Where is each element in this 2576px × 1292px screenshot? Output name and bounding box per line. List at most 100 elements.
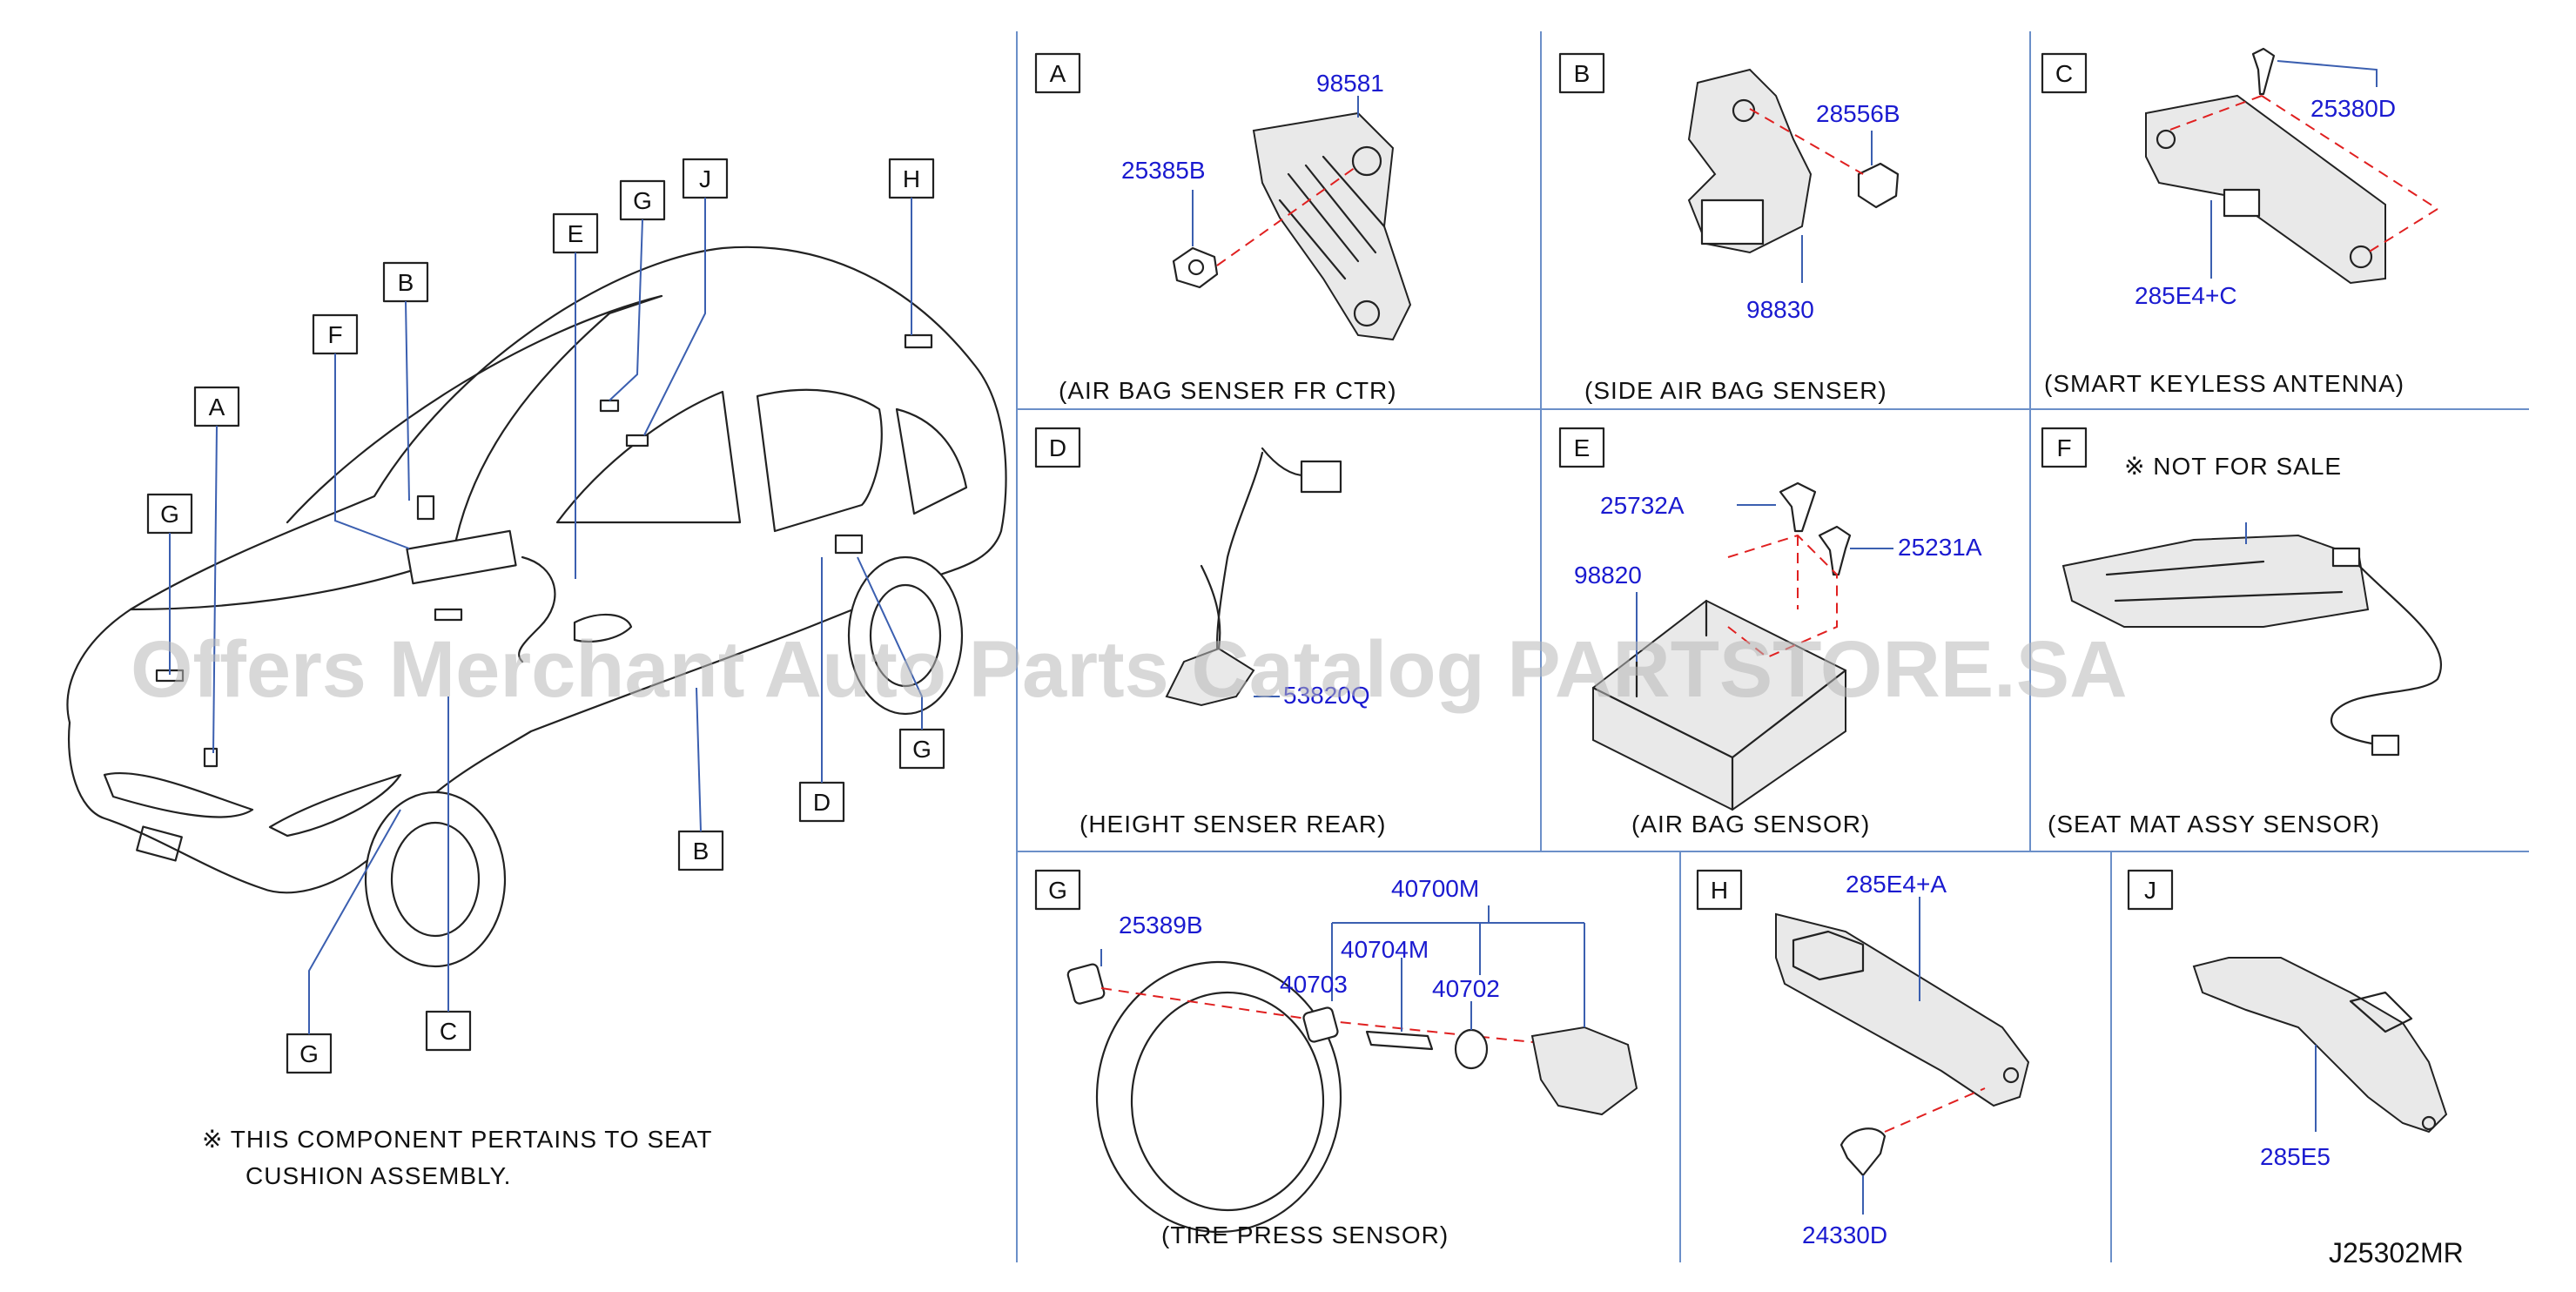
seat-mat-sensor-location (406, 529, 517, 585)
antenna-location-h (904, 333, 933, 349)
callout-c: C (425, 696, 472, 1052)
rear-wheel (847, 555, 964, 716)
callout-h: H (888, 158, 935, 335)
panel-f-caption: (SEAT MAT ASSY SENSOR) (2048, 811, 2380, 838)
smart-keyless-antenna (2145, 94, 2386, 285)
panel-g: G 25389B 40700M 40704M 40703 40702 (TIRE… (1034, 869, 1638, 1248)
svg-text:G: G (912, 736, 932, 763)
side-sensor-location-b (416, 495, 435, 521)
quarter-window (895, 407, 968, 515)
bolt-25231a (1818, 525, 1852, 576)
wheel-rim (1095, 960, 1342, 1234)
callout-b-top: B (382, 261, 429, 501)
part-25380d: 25380D (2310, 95, 2396, 122)
windshield (286, 294, 663, 559)
keyless-antenna-h (1775, 912, 2030, 1107)
part-24330d: 24330D (1802, 1221, 1887, 1248)
part-98830: 98830 (1746, 296, 1814, 323)
callout-j: J (643, 158, 729, 436)
callout-g-top: G (609, 179, 666, 401)
car-overview (66, 246, 1007, 968)
svg-text:E: E (1574, 434, 1591, 461)
panel-b-caption: (SIDE AIR BAG SENSER) (1584, 377, 1887, 404)
footnote-line-2: CUSHION ASSEMBLY. (245, 1162, 511, 1189)
front-door-window (555, 390, 742, 524)
height-sensor-location (834, 534, 864, 555)
seat-mat-wire (518, 555, 556, 663)
callout-b-bottom: B (677, 687, 724, 871)
part-25389b: 25389B (1119, 912, 1203, 939)
callout-a: A (193, 386, 240, 754)
watermark: Offers Merchant Auto Parts Catalog PARTS… (131, 625, 2128, 714)
panel-g-caption: (TIRE PRESS SENSOR) (1161, 1221, 1449, 1248)
part-25231a: 25231A (1898, 534, 1982, 561)
seat-mat-sensor (2061, 534, 2370, 628)
svg-text:B: B (398, 269, 414, 296)
valve-stem-40704m (1365, 1030, 1434, 1051)
svg-text:J: J (2144, 877, 2156, 904)
panel-c: C 25380D 285E4+C (SMART KEYLESS ANTENNA) (2041, 47, 2438, 397)
height-sensor-connector (1300, 460, 1342, 494)
svg-text:A: A (209, 394, 225, 421)
hood-line (129, 555, 454, 611)
svg-text:G: G (299, 1040, 319, 1067)
svg-text:H: H (903, 165, 920, 192)
part-28556b: 28556B (1816, 100, 1900, 127)
svg-text:G: G (160, 501, 179, 528)
part-285e4a: 285E4+A (1846, 871, 1947, 898)
panel-a: A 98581 25385B (AIR BAG SENSER FR CTR) (1034, 52, 1412, 404)
svg-text:H: H (1711, 877, 1728, 904)
svg-text:B: B (1574, 60, 1591, 87)
callout-e: E (552, 212, 599, 579)
footnote-line-1: ※ THIS COMPONENT PERTAINS TO SEAT (202, 1126, 713, 1153)
grommet-40702 (1454, 1028, 1489, 1070)
overview-callouts: A B B C D E F (146, 158, 945, 1074)
front-wheel (364, 791, 507, 968)
panel-c-caption: (SMART KEYLESS ANTENNA) (2044, 370, 2404, 397)
callout-g-bottom: G (286, 809, 401, 1074)
seat-mat-wire-f (2331, 564, 2443, 746)
panel-h: H 285E4+A 24330D (1696, 869, 2030, 1248)
panel-grid (1016, 31, 2529, 1262)
part-98820: 98820 (1574, 562, 1642, 589)
part-53820q: 53820Q (1283, 682, 1370, 709)
svg-text:G: G (1048, 877, 1067, 904)
callout-f: F (312, 313, 410, 549)
front-sensor-location (203, 747, 219, 768)
callout-d: D (798, 557, 845, 823)
panel-b: B 28556B 98830 (SIDE AIR BAG SENSER) (1558, 52, 1900, 404)
part-98581: 98581 (1316, 70, 1384, 97)
diagram-code: J25302MR (2329, 1237, 2464, 1268)
nut-28556b (1857, 162, 1900, 209)
part-40703: 40703 (1280, 971, 1348, 998)
valve-nut-40703 (1302, 1006, 1339, 1043)
part-40704m: 40704M (1341, 936, 1429, 963)
svg-text:D: D (813, 789, 831, 816)
svg-text:B: B (693, 838, 710, 865)
part-40702: 40702 (1432, 975, 1500, 1002)
svg-text:J: J (699, 165, 711, 192)
panel-j: J 285E5 (2127, 869, 2448, 1170)
svg-text:C: C (440, 1018, 457, 1045)
svg-text:E: E (568, 220, 584, 247)
nut-25385b (1172, 246, 1219, 289)
panel-a-caption: (AIR BAG SENSER FR CTR) (1059, 377, 1397, 404)
antenna-location-g (599, 399, 620, 413)
part-25385b: 25385B (1121, 157, 1206, 184)
antenna-location-j (625, 434, 649, 447)
svg-text:C: C (2055, 60, 2073, 87)
keyless-antenna-j (2192, 957, 2448, 1134)
car-body (66, 246, 1007, 894)
keyless-antenna-location (434, 608, 463, 622)
bolt-25732a (1779, 481, 1817, 533)
screw-25380d (2251, 47, 2276, 96)
callout-g-left: G (146, 493, 193, 675)
part-285e4c: 285E4+C (2135, 282, 2237, 309)
part-285e5: 285E5 (2260, 1143, 2331, 1170)
headlight (268, 773, 402, 838)
part-25732a: 25732A (1600, 492, 1685, 519)
part-40700m: 40700M (1391, 875, 1479, 902)
clip-24330d (1840, 1127, 1887, 1177)
panel-a-letter: A (1050, 60, 1066, 87)
